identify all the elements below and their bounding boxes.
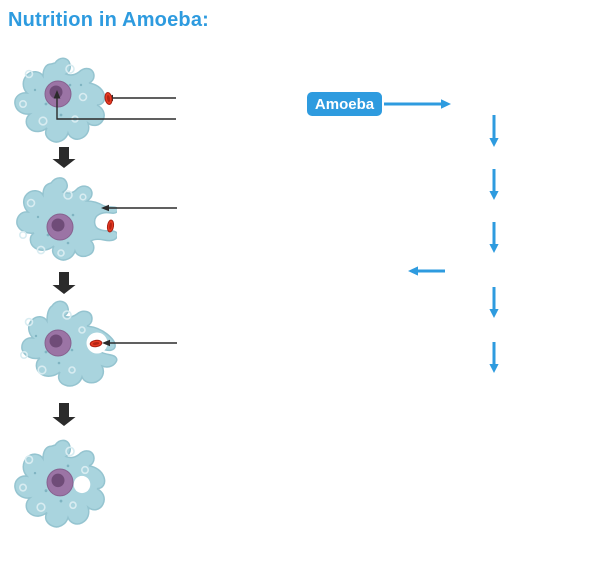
flow-arrow-down-icon-2 (489, 169, 499, 200)
flow-arrow-down-icon-1 (489, 115, 499, 147)
flowchart-node-amoeba[interactable]: Amoeba (307, 92, 382, 116)
block-arrow-down-icon-2 (52, 272, 76, 294)
amoeba-stage-3-illustration (20, 300, 118, 387)
cytoplasm-inclusions (20, 310, 86, 375)
amoeba-stage-2-illustration (16, 177, 117, 261)
nucleus-icon (44, 80, 72, 108)
nucleus-icon (44, 329, 72, 357)
amoeba-stage-4-illustration (14, 439, 106, 528)
flow-arrow-down-icon-5 (489, 342, 499, 373)
page-title: Nutrition in Amoeba: (8, 9, 210, 31)
food-particle-icon (89, 339, 103, 348)
nucleus-icon (46, 213, 74, 241)
block-arrow-down-icon-3 (52, 403, 76, 426)
cytoplasm-inclusions (19, 190, 87, 257)
flow-arrow-down-icon-3 (489, 222, 499, 253)
flow-arrow-right-icon (384, 99, 451, 109)
nucleus-icon (46, 468, 74, 497)
block-arrow-down-icon-1 (52, 147, 76, 168)
leader-line-food-particle (105, 94, 176, 102)
egestion-vacuole (73, 475, 91, 494)
amoeba-stage-1-illustration (14, 57, 106, 143)
cytoplasm-inclusions (19, 446, 90, 513)
flow-arrow-left-icon (408, 266, 445, 276)
flow-arrow-down-icon-4 (489, 287, 499, 318)
